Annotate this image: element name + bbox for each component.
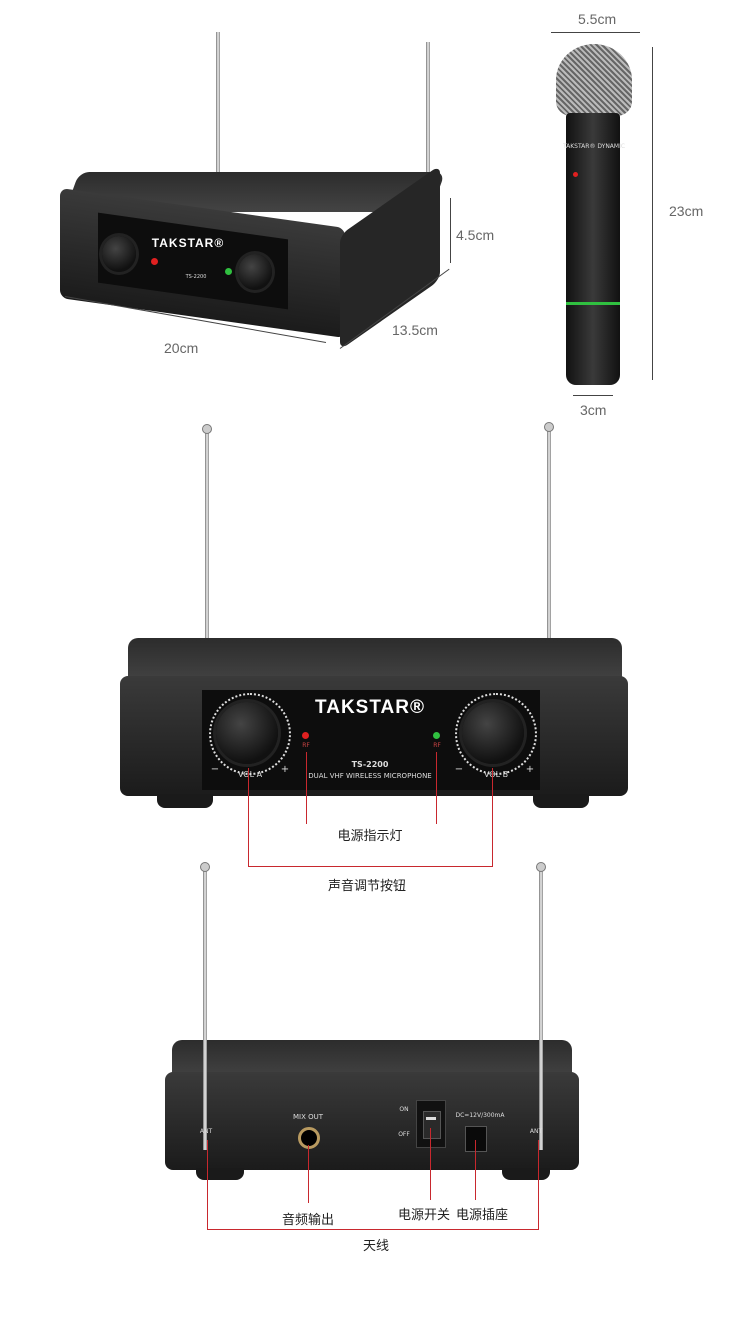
callout-line (475, 1140, 476, 1200)
mic-grille (556, 44, 632, 116)
height-label: 4.5cm (456, 227, 495, 243)
brand-logo: TAKSTAR® (315, 697, 425, 718)
dc-rating-label: DC=12V/300mA (455, 1112, 505, 1119)
mix-out-label: MIX OUT (292, 1113, 324, 1121)
antenna-tip (536, 862, 546, 872)
callout-line (207, 1229, 539, 1230)
foot (502, 1168, 550, 1180)
mic-brand-label: TAKSTAR® DYNAMIC (562, 143, 626, 150)
foot (157, 794, 213, 808)
callout-line (538, 1140, 539, 1229)
width-label: 20cm (164, 340, 199, 356)
callout-line (308, 1145, 309, 1203)
antenna-left (216, 32, 220, 182)
mic-length-label: 23cm (669, 203, 704, 219)
antenna-tip (200, 862, 210, 872)
off-label: OFF (398, 1131, 410, 1138)
volume-knob-a (102, 236, 136, 272)
model-subtitle: DUAL VHF WIRELESS MICROPHONE (308, 772, 432, 780)
vol-b-label: VOL B (483, 770, 509, 779)
callout-line (248, 866, 493, 867)
mic-handle (566, 113, 620, 385)
rf-led-red (302, 732, 309, 739)
callout-line (207, 1140, 208, 1229)
knob-scale-b (455, 693, 537, 775)
brand-logo: TAKSTAR® (151, 236, 225, 250)
antenna-callout: 天线 (362, 1239, 390, 1254)
mic-head-dimension-line (551, 32, 640, 33)
callout-line (306, 752, 307, 824)
antenna-tip (544, 422, 554, 432)
mic-green-ring (566, 302, 620, 305)
plus-mark: + (525, 764, 535, 775)
power-socket-callout: 电源插座 (455, 1208, 509, 1223)
callout-line (436, 752, 437, 824)
rf-label: RF (302, 742, 310, 749)
power-switch-callout: 电源开关 (397, 1208, 451, 1223)
volume-knob-b (238, 254, 272, 290)
mic-length-dimension-line (652, 47, 653, 380)
rf-label: RF (433, 742, 441, 749)
depth-label: 13.5cm (392, 322, 438, 338)
mic-led (573, 172, 578, 177)
callout-line (430, 1128, 431, 1200)
antenna-right (547, 428, 551, 642)
mic-head-label: 5.5cm (578, 11, 617, 27)
rf-led-green (433, 732, 440, 739)
power-indicator-callout: 电源指示灯 (337, 829, 403, 844)
ant-label: ANT (199, 1128, 213, 1135)
volume-knob-b (462, 702, 524, 764)
mic-handle-dimension-line (573, 395, 613, 396)
antenna-right (426, 42, 430, 202)
antenna-tip (202, 424, 212, 434)
callout-line (248, 768, 249, 866)
knob-scale-a (209, 693, 291, 775)
minus-mark: − (210, 764, 220, 775)
foot (533, 794, 589, 808)
rf-led-red (151, 258, 158, 265)
model-label: TS-2200 (185, 274, 207, 280)
antenna-right (539, 870, 543, 1150)
volume-knob-a (216, 702, 278, 764)
minus-mark: − (454, 764, 464, 775)
mix-out-jack (298, 1127, 320, 1149)
rf-led-green (225, 268, 232, 275)
plus-mark: + (280, 764, 290, 775)
receiver-body (165, 1072, 579, 1170)
callout-line (492, 768, 493, 866)
on-label: ON (399, 1106, 409, 1113)
height-dimension-line (450, 198, 451, 263)
antenna-left (203, 870, 207, 1150)
model-label: TS-2200 (351, 760, 389, 769)
audio-output-callout: 音频输出 (281, 1213, 335, 1228)
antenna-left (205, 430, 209, 642)
mic-handle-label: 3cm (580, 402, 607, 418)
volume-knob-callout: 声音调节按钮 (327, 879, 407, 894)
power-switch (416, 1100, 446, 1148)
vol-a-label: VOL A (237, 770, 263, 779)
ant-label: ANT (529, 1128, 543, 1135)
power-socket (465, 1126, 487, 1152)
foot (196, 1168, 244, 1180)
